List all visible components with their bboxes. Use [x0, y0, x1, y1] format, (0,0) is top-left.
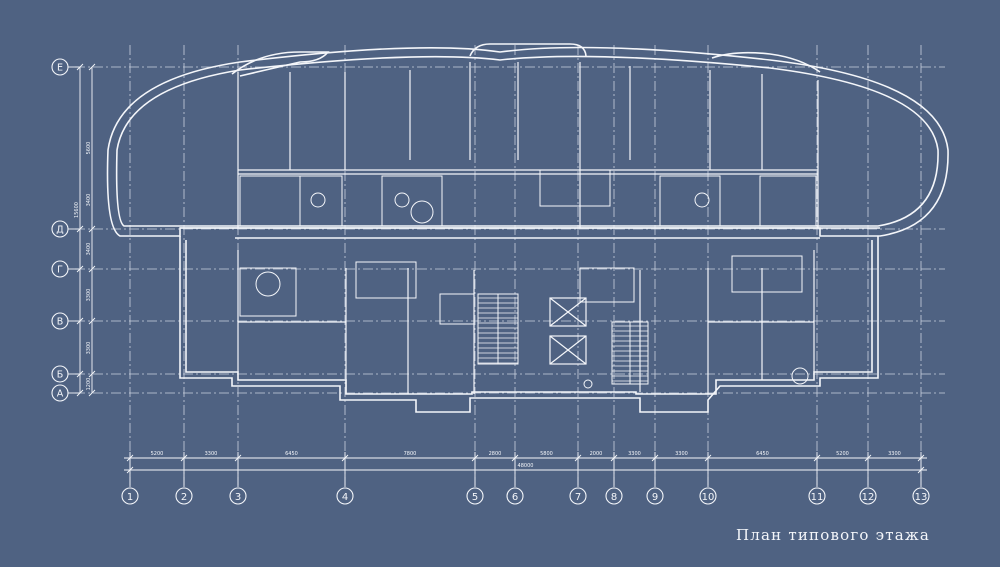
- stair-steps: [478, 297, 648, 382]
- lower-body-outline: [179, 236, 879, 413]
- bay-center: [469, 43, 587, 57]
- axis-label: 13: [915, 492, 928, 503]
- upper-partitions: [237, 62, 819, 228]
- dimension-label: 3300: [888, 451, 901, 457]
- dimension-label: 5800: [540, 451, 553, 457]
- dimension-label: 2800: [489, 451, 502, 457]
- dimension-label-vertical: 5600: [86, 142, 92, 155]
- axis-label: 1: [127, 492, 133, 503]
- axis-bubble-4: [336, 487, 354, 505]
- bay-left: [231, 51, 330, 77]
- dimension-label: 7800: [404, 451, 417, 457]
- dimension-label: 6450: [285, 451, 298, 457]
- dimension-label: 3300: [675, 451, 688, 457]
- axis-bubble-12: [859, 487, 877, 505]
- axis-label-row: Б: [57, 370, 64, 381]
- dimension-label: 5200: [151, 451, 164, 457]
- axis-label: 11: [811, 492, 824, 503]
- axis-label: 6: [512, 492, 518, 503]
- axis-label: 2: [181, 492, 187, 503]
- axis-label-row: Г: [57, 265, 63, 276]
- elevator-shafts: [549, 297, 587, 365]
- dimension-label-vertical: 3300: [86, 342, 92, 355]
- lower-partitions: [237, 250, 815, 394]
- axis-bubble-5: [466, 487, 484, 505]
- drawing-title: План типового этажа: [736, 526, 930, 544]
- axis-bubble-6: [506, 487, 524, 505]
- dimension-label: 3300: [205, 451, 218, 457]
- axis-bubble-1: [121, 487, 139, 505]
- axis-label: 12: [862, 492, 875, 503]
- dimension-label: 3300: [628, 451, 641, 457]
- axis-bubble-2: [175, 487, 193, 505]
- dimension-label-vertical: 15600: [74, 202, 80, 218]
- axis-bubble-10: [699, 487, 717, 505]
- outer-wall-oval: [106, 46, 949, 237]
- inner-wall-oval: [115, 55, 939, 227]
- dimension-label-vertical: 3400: [86, 243, 92, 256]
- axis-bubble-3: [229, 487, 247, 505]
- axis-label: 4: [342, 492, 348, 503]
- axis-label: 10: [702, 492, 715, 503]
- staircase-left: [477, 293, 519, 365]
- axis-bubble-9: [646, 487, 664, 505]
- dimension-label-vertical: 3400: [86, 194, 92, 207]
- dimension-label: 2000: [590, 451, 603, 457]
- axis-label: 3: [235, 492, 241, 503]
- dimension-label: 5200: [836, 451, 849, 457]
- axis-label-row: А: [57, 389, 64, 400]
- axis-bubble-8: [605, 487, 623, 505]
- dimension-total-label: 48000: [518, 463, 534, 469]
- grid-lines: [75, 45, 945, 485]
- building-outline: [106, 43, 949, 413]
- axis-label: 5: [472, 492, 478, 503]
- axis-label-row: Е: [57, 63, 63, 74]
- lower-body-inner: [185, 240, 873, 395]
- axis-label: 9: [652, 492, 658, 503]
- staircase-right: [611, 321, 649, 385]
- dimension-labels: 5200 3300 6450 7800 2800 5800 2000 3300 3300 6450…: [74, 142, 901, 469]
- axis-label: 8: [611, 492, 617, 503]
- bathroom-blocks: [239, 169, 817, 389]
- dimension-label-vertical: 1200: [86, 378, 92, 391]
- dimension-chain: [76, 63, 927, 474]
- dimension-label: 6450: [756, 451, 769, 457]
- axis-bubble-11: [808, 487, 826, 505]
- axis-bubble-7: [569, 487, 587, 505]
- bay-right: [711, 51, 821, 73]
- axis-label-row: Д: [56, 225, 63, 236]
- axis-label-row: В: [57, 317, 64, 328]
- axis-bubble-13: [912, 487, 930, 505]
- dimension-label-vertical: 3300: [86, 289, 92, 302]
- axis-label: 7: [575, 492, 581, 503]
